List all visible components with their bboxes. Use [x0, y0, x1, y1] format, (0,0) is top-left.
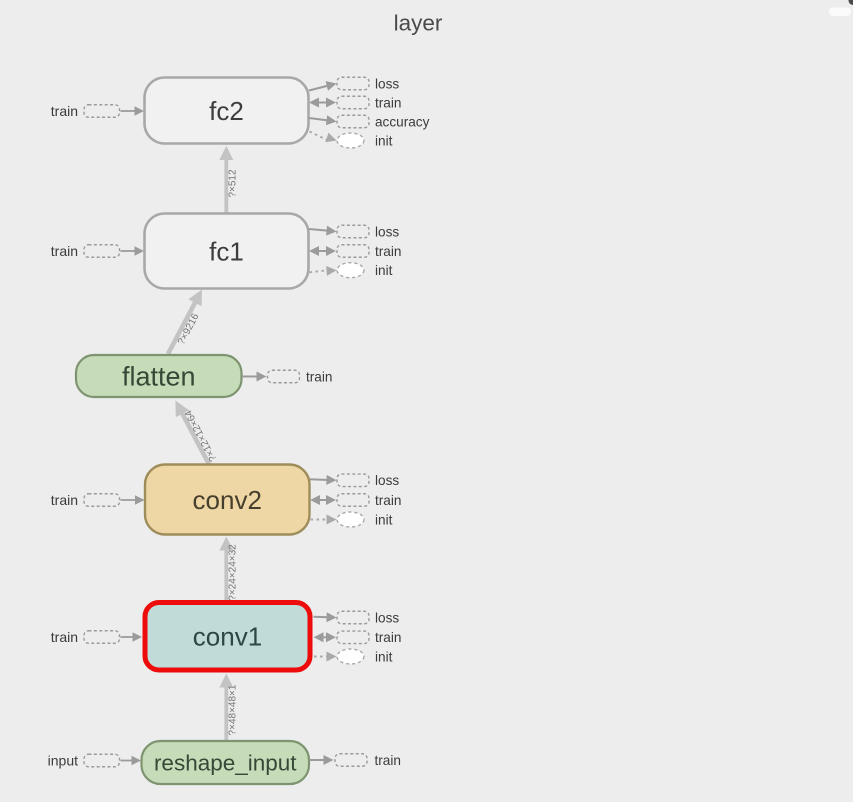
svg-text:?×48×48×1: ?×48×48×1	[228, 684, 239, 735]
svg-text:loss: loss	[375, 76, 399, 91]
svg-text:init: init	[375, 263, 393, 278]
svg-text:train: train	[51, 103, 78, 119]
svg-text:init: init	[375, 649, 393, 664]
svg-text:loss: loss	[375, 473, 399, 488]
svg-text:train: train	[375, 493, 401, 508]
svg-text:layer: layer	[394, 11, 443, 36]
svg-text:fc2: fc2	[209, 96, 244, 126]
svg-text:?×24×24×32: ?×24×24×32	[228, 544, 239, 601]
svg-text:?×512: ?×512	[228, 169, 239, 198]
svg-text:train: train	[375, 244, 401, 259]
svg-text:train: train	[306, 369, 332, 384]
svg-text:train: train	[375, 753, 401, 768]
svg-text:train: train	[375, 630, 401, 645]
svg-text:conv2: conv2	[193, 485, 262, 515]
svg-text:train: train	[375, 95, 401, 110]
svg-text:init: init	[375, 133, 393, 148]
svg-text:train: train	[51, 492, 78, 508]
svg-text:train: train	[51, 243, 78, 259]
svg-text:input: input	[48, 753, 78, 769]
svg-text:init: init	[375, 512, 393, 527]
svg-text:conv1: conv1	[193, 622, 262, 652]
svg-text:fc1: fc1	[209, 236, 244, 266]
svg-text:flatten: flatten	[122, 362, 196, 392]
svg-text:train: train	[51, 629, 78, 645]
svg-text:accuracy: accuracy	[375, 114, 430, 129]
svg-text:reshape_input: reshape_input	[154, 751, 297, 776]
svg-text:loss: loss	[375, 610, 399, 625]
svg-text:loss: loss	[375, 224, 399, 239]
